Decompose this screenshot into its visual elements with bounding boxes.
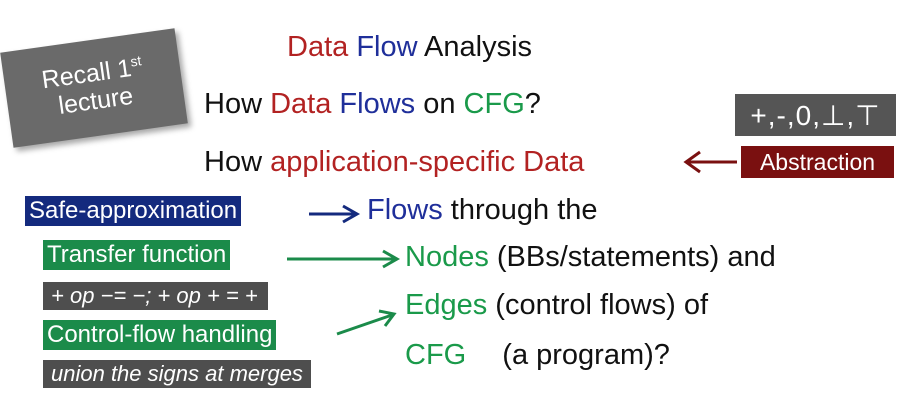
signs-lattice-box: +,-,0,⊥,⊤ [735,94,896,136]
slide-title: Data Flow Analysis [287,31,533,63]
arrow-transfer-function [287,249,401,269]
op-rule-tag: + op −= −; + op + = + [43,282,268,310]
union-rule-tag: union the signs at merges [43,360,311,388]
question-app-data: How application-specific Data [204,146,585,178]
question-data-flows: How Data Flows on CFG? [204,88,541,120]
arrow-control-flow [336,309,397,336]
cfg-line: CFG (a program)? [405,339,670,371]
abstraction-box: Abstraction [741,146,894,178]
arrow-safe-approximation [309,204,361,224]
nodes-line: Nodes (BBs/statements) and [405,241,776,273]
safe-approximation-tag: Safe-approximation [25,196,242,226]
arrow-abstraction [683,150,737,174]
edges-line: Edges (control flows) of [405,289,709,321]
flows-through-line: Flows through the [367,194,598,226]
control-flow-handling-tag: Control-flow handling [43,320,277,350]
transfer-function-tag: Transfer function [43,240,231,270]
